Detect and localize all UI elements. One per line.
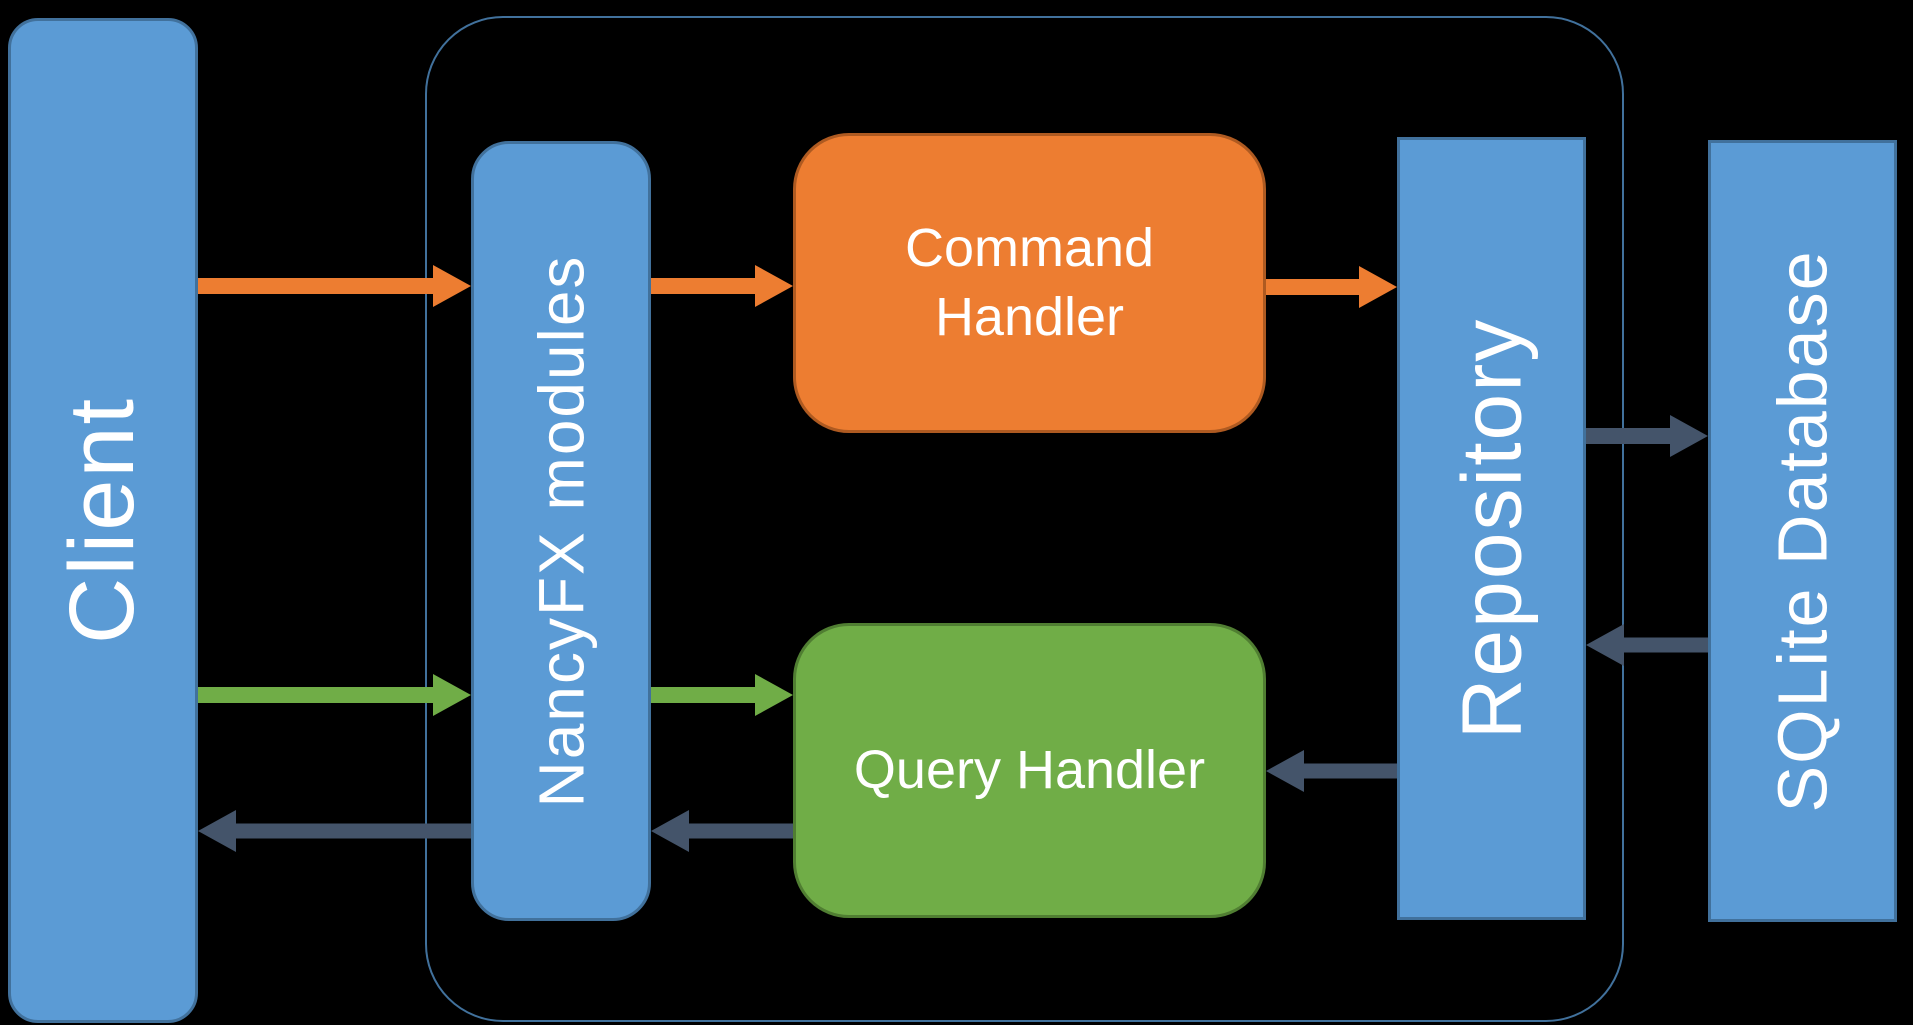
node-query-handler: Query Handler (793, 623, 1266, 918)
arrow-head (1266, 750, 1304, 792)
arrow-head (651, 810, 689, 852)
arrow-shaft (1624, 637, 1708, 653)
node-repository-label: Repository (1444, 317, 1539, 740)
node-command-handler: Command Handler (793, 133, 1266, 433)
node-repository: Repository (1397, 137, 1586, 920)
node-sqlite-database-label: SQLite Database (1763, 249, 1842, 813)
arrow-nancyfx-to-client (198, 810, 471, 852)
arrow-shaft (1304, 763, 1397, 779)
node-client-label: Client (51, 396, 154, 645)
node-client: Client (8, 18, 198, 1023)
arrow-shaft (1586, 428, 1670, 444)
arrow-shaft (198, 687, 433, 703)
arrow-head (1670, 415, 1708, 457)
node-command-handler-label: Command Handler (904, 217, 1155, 347)
arrow-head (1586, 624, 1624, 666)
arrow-nancyfx-to-query-handler (651, 674, 793, 716)
arrow-shaft (689, 823, 793, 839)
arrow-shaft (651, 278, 755, 294)
arrow-shaft (236, 823, 471, 839)
arrow-head (433, 265, 471, 307)
arrow-head (755, 674, 793, 716)
arrow-sqlite-to-repository (1586, 624, 1708, 666)
arrow-head (433, 674, 471, 716)
arrow-repository-to-sqlite (1586, 415, 1708, 457)
node-query-handler-label: Query Handler (853, 739, 1206, 800)
arrow-shaft (651, 687, 755, 703)
arrow-client-to-nancyfx-command (198, 265, 471, 307)
arrow-head (198, 810, 236, 852)
node-sqlite-database: SQLite Database (1708, 140, 1897, 922)
arrow-head (1359, 266, 1397, 308)
arrow-repository-to-query-handler (1266, 750, 1397, 792)
arrow-shaft (1266, 279, 1359, 295)
arrow-nancyfx-to-command-handler (651, 265, 793, 307)
arrow-command-handler-to-repository (1266, 266, 1397, 308)
node-nancyfx-modules-label: NancyFX modules (525, 254, 597, 808)
host-boundary-outline (425, 16, 1624, 1022)
arrow-shaft (198, 278, 433, 294)
arrow-head (755, 265, 793, 307)
node-nancyfx-modules: NancyFX modules (471, 141, 651, 921)
arrow-client-to-nancyfx-query (198, 674, 471, 716)
arrow-query-handler-to-nancyfx (651, 810, 793, 852)
